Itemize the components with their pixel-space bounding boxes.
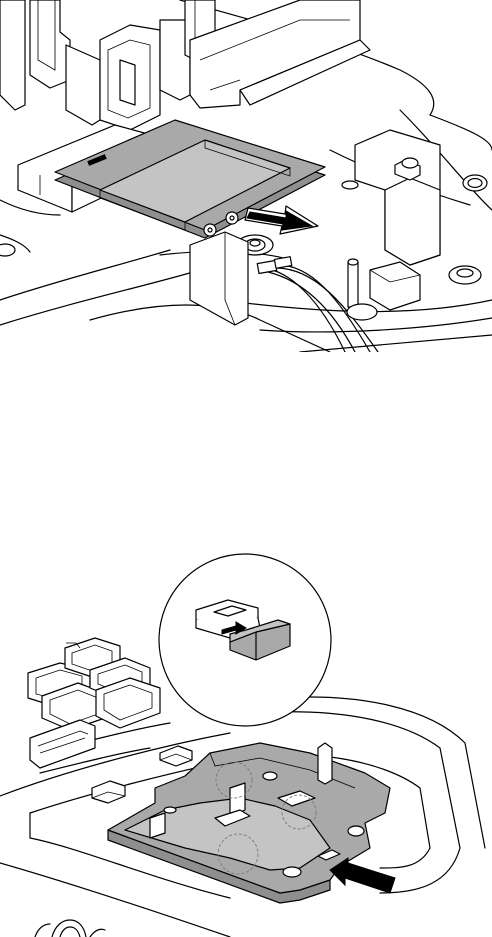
bottom-wiring — [35, 920, 105, 937]
push-arrow — [330, 858, 395, 893]
sata-connectors — [28, 638, 160, 768]
standoff — [190, 232, 273, 325]
wifi-card-removal-drawing — [0, 0, 492, 352]
retention-tab — [355, 130, 440, 265]
removal-arrow — [245, 206, 318, 234]
detail-callout — [159, 554, 331, 726]
sata-connectors — [0, 0, 215, 130]
wifi-card-removal-illustration — [0, 0, 492, 352]
expansion-connector — [190, 0, 370, 108]
bracket-installation-illustration — [0, 548, 492, 937]
bracket-installation-drawing — [0, 548, 492, 937]
